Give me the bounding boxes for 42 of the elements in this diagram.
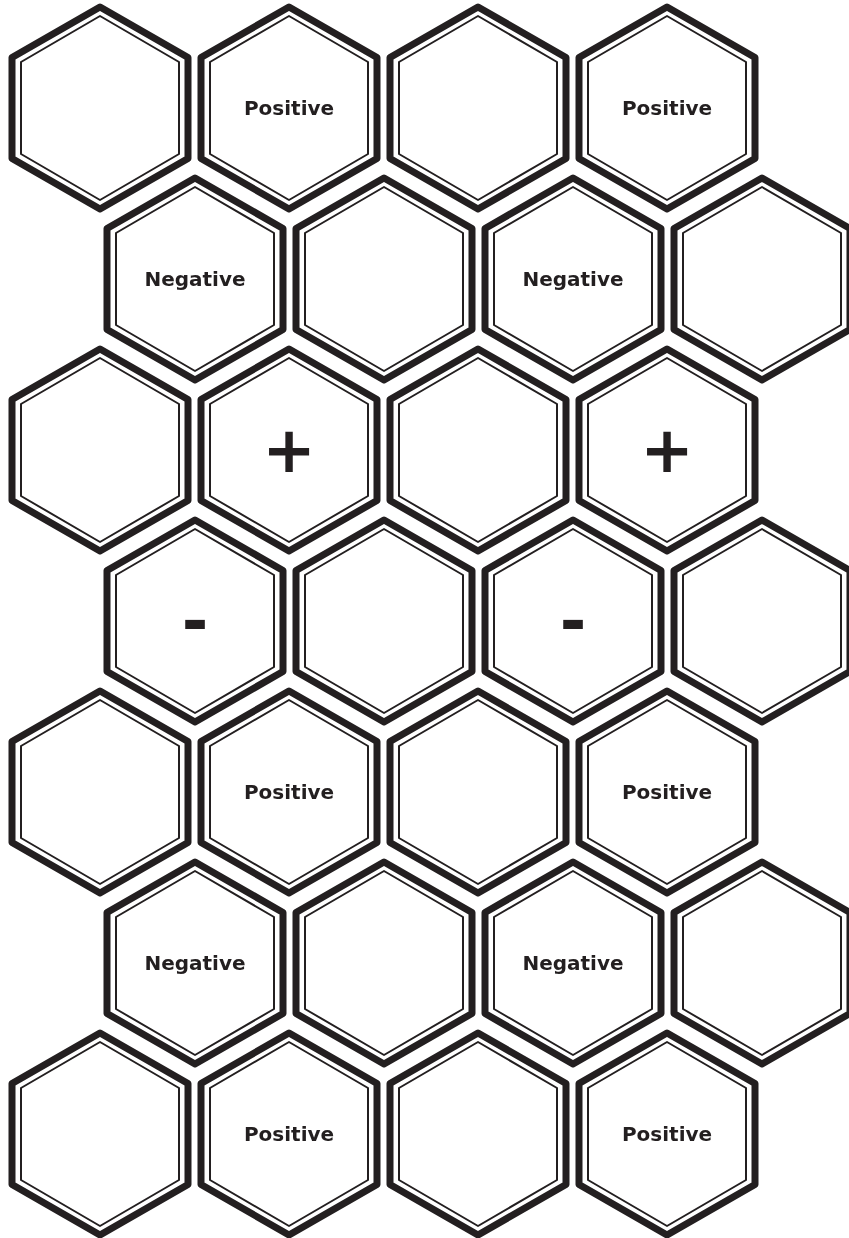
hexagon-tile [574, 344, 760, 556]
hexagon-tile [102, 857, 288, 1069]
tile-label: Negative [144, 953, 246, 973]
sign-label: + [262, 418, 316, 482]
sign-label: - [559, 589, 587, 653]
sign-label: + [640, 418, 694, 482]
hexagon-tile [291, 857, 477, 1069]
hexagon-tile [196, 2, 382, 214]
hexagon-tile [7, 686, 193, 898]
hexagon-tile [385, 1028, 571, 1238]
hexagon-tile [574, 1028, 760, 1238]
hexagon-tile [480, 857, 666, 1069]
hexagon-tile [480, 515, 666, 727]
hexagon-tile [196, 1028, 382, 1238]
tile-label: Positive [621, 782, 713, 802]
tile-label: Positive [243, 1124, 335, 1144]
hexagon-tile [385, 344, 571, 556]
tile-label: Negative [144, 269, 246, 289]
hexagon-tile [102, 515, 288, 727]
hexagon-tile [7, 344, 193, 556]
hexagon-tile [385, 2, 571, 214]
hexagon-tile [574, 2, 760, 214]
hexagon-tile [291, 515, 477, 727]
hexagon-tile [291, 173, 477, 385]
hexagon-tile [669, 173, 849, 385]
tile-label: Negative [522, 269, 624, 289]
tile-label: Positive [243, 782, 335, 802]
hexagon-tile [7, 2, 193, 214]
tile-label: Positive [621, 1124, 713, 1144]
hexagon-tile [385, 686, 571, 898]
hexagon-tile [7, 1028, 193, 1238]
tile-label: Positive [243, 98, 335, 118]
hexagon-tile [196, 344, 382, 556]
hexagon-tile [669, 857, 849, 1069]
hexagon-tile [102, 173, 288, 385]
tile-label: Negative [522, 953, 624, 973]
sign-label: - [181, 589, 209, 653]
hexagon-tile [669, 515, 849, 727]
hexagon-tile [480, 173, 666, 385]
tile-label: Positive [621, 98, 713, 118]
hexagon-tile [196, 686, 382, 898]
hexagon-tile [574, 686, 760, 898]
